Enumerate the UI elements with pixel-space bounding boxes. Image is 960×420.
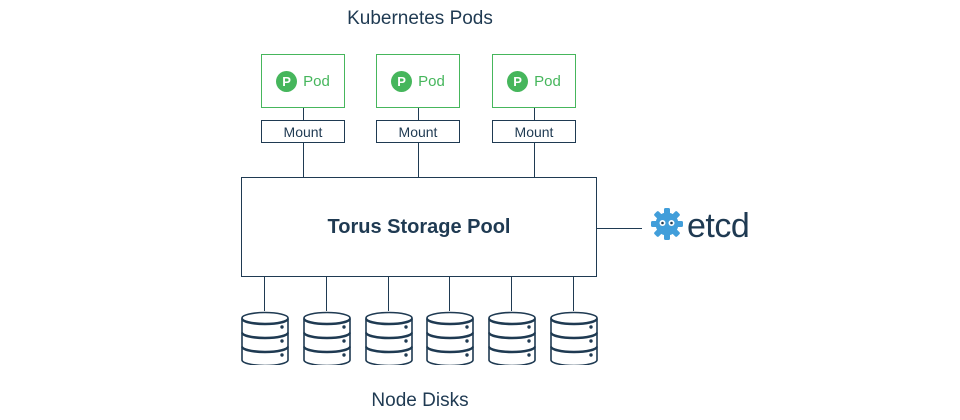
disk-icon — [425, 309, 475, 370]
connector-line — [511, 277, 512, 311]
disk-icon — [487, 309, 537, 370]
torus-storage-pool: Torus Storage Pool — [241, 177, 597, 277]
mount-box: Mount — [261, 120, 345, 143]
etcd-connector-line — [597, 228, 642, 229]
mount-box: Mount — [492, 120, 576, 143]
pod-badge-icon: P — [507, 70, 529, 92]
connector-line — [418, 143, 419, 177]
disk-icon — [364, 309, 414, 370]
connector-line — [264, 277, 265, 311]
storage-pool-label: Torus Storage Pool — [327, 215, 511, 238]
connector-line — [388, 277, 389, 311]
etcd-label: etcd — [687, 207, 750, 245]
connector-line — [573, 277, 574, 311]
pod-box: P Pod — [376, 54, 460, 108]
connector-line — [326, 277, 327, 311]
pod-badge-icon: P — [276, 70, 298, 92]
connector-line — [449, 277, 450, 311]
disk-icon — [240, 309, 290, 370]
etcd-logo: etcd — [650, 207, 750, 246]
pod-label: Pod — [303, 72, 330, 90]
pod-box: P Pod — [492, 54, 576, 108]
pod-label: Pod — [534, 72, 561, 90]
pod-box: P Pod — [261, 54, 345, 108]
disk-icon — [302, 309, 352, 370]
connector-line — [534, 143, 535, 177]
connector-line — [303, 108, 304, 120]
pod-badge-icon: P — [391, 70, 413, 92]
kubernetes-pods-title: Kubernetes Pods — [347, 8, 493, 29]
connector-line — [418, 108, 419, 120]
connector-line — [303, 143, 304, 177]
pod-label: Pod — [418, 72, 445, 90]
etcd-logo-icon — [650, 207, 684, 246]
disk-icon — [549, 309, 599, 370]
mount-box: Mount — [376, 120, 460, 143]
connector-line — [534, 108, 535, 120]
node-disks-title: Node Disks — [371, 390, 469, 411]
